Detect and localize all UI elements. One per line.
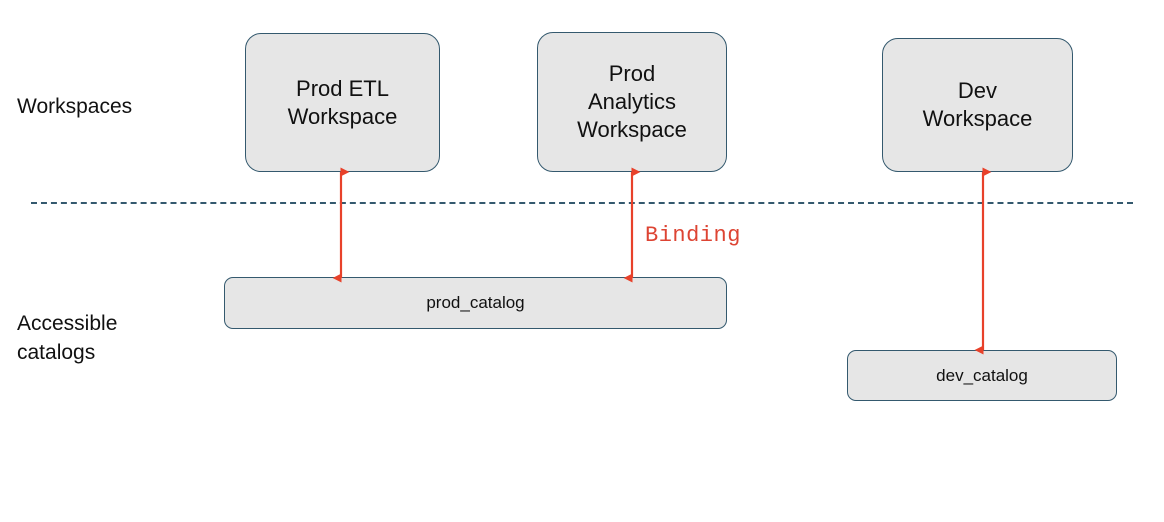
binding-annotation-label: Binding [645,223,741,248]
row-label-workspaces: Workspaces [17,95,133,118]
workspace-node-dev[interactable]: Dev Workspace [882,38,1073,172]
catalog-node-dev-catalog[interactable]: dev_catalog [847,350,1117,401]
row-label-accessible-catalogs: Accessible catalogs [17,312,118,364]
workspace-node-prod-etl[interactable]: Prod ETL Workspace [245,33,440,172]
workspace-node-prod-analytics[interactable]: Prod Analytics Workspace [537,32,727,172]
workspace-catalog-divider [31,202,1133,204]
catalog-node-prod-catalog[interactable]: prod_catalog [224,277,727,329]
